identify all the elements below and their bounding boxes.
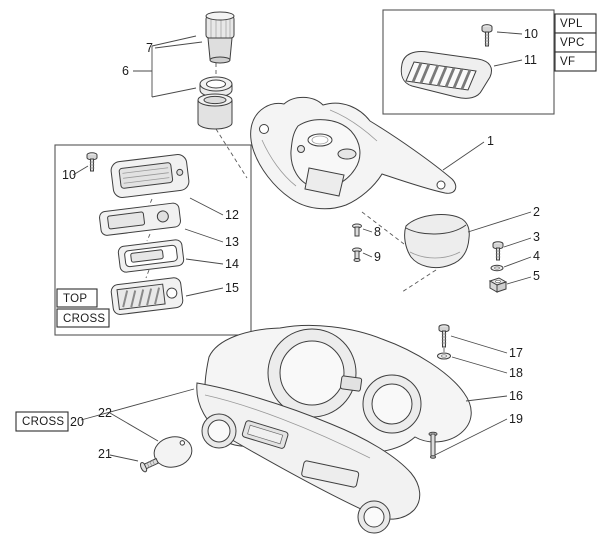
- tag-cross-panel: CROSS: [63, 313, 105, 325]
- part-dashboard-panel: [250, 96, 457, 210]
- leader-4: [503, 256, 532, 268]
- leader-15: [185, 287, 224, 297]
- tag-vpc: VPC: [560, 37, 585, 49]
- leader-19: [434, 418, 508, 456]
- leader-2: [467, 211, 532, 233]
- callout-13: 13: [225, 235, 239, 249]
- callout-11: 11: [524, 53, 537, 67]
- tag-boxes: VPL VPC VF TOP CROSS CROSS: [15, 13, 597, 432]
- tag-vpl: VPL: [560, 18, 583, 30]
- tag-box-vf: [554, 51, 597, 72]
- part-screw-vent: [481, 24, 493, 47]
- leader-9: [362, 252, 373, 258]
- leader-14: [185, 258, 224, 265]
- part-air-vent: [400, 51, 492, 99]
- callout-numbers: 7 6 10 11 1 10 12 13 14 15 8 9 2 3 4 5 1…: [62, 27, 540, 461]
- part-display-bracket: [99, 202, 181, 236]
- part-washer-18: [437, 352, 451, 360]
- tag-box-cross-panel: [56, 308, 110, 328]
- callout-1: 1: [487, 134, 494, 148]
- leader-8: [362, 228, 373, 233]
- callout-20: 20: [70, 415, 84, 429]
- callout-10-dash: 10: [62, 168, 76, 182]
- tag-cross-lower: CROSS: [22, 416, 64, 428]
- leader-13: [184, 228, 224, 243]
- part-lighter-plug: [205, 11, 235, 64]
- leader-10-dash: [72, 165, 89, 176]
- callout-9: 9: [374, 250, 381, 264]
- leader-22: [109, 412, 159, 442]
- leader-5: [506, 276, 532, 285]
- part-nut-5: [488, 277, 508, 293]
- callout-10-vent: 10: [524, 27, 538, 41]
- leader-16: [465, 395, 508, 402]
- callout-14: 14: [225, 257, 239, 271]
- callout-12: 12: [225, 208, 239, 222]
- leader-1: [442, 141, 485, 171]
- leader-7: [154, 41, 203, 49]
- callout-3: 3: [533, 230, 540, 244]
- part-instrument-display: [110, 154, 190, 198]
- assembly-axis-lines: [145, 63, 445, 431]
- part-pocket: [404, 214, 470, 269]
- callout-4: 4: [533, 249, 540, 263]
- callout-18: 18: [509, 366, 523, 380]
- callout-21: 21: [98, 447, 112, 461]
- part-display-grille: [110, 277, 184, 315]
- part-screw-21: [139, 457, 159, 473]
- callout-8: 8: [374, 225, 381, 239]
- leader-12: [189, 197, 224, 216]
- leader-20: [80, 388, 195, 421]
- part-fastener-8: [352, 223, 362, 237]
- callout-16: 16: [509, 389, 523, 403]
- tag-box-top: [56, 288, 98, 308]
- part-lower-strip: [196, 382, 421, 534]
- leader-18: [451, 356, 508, 374]
- leader-21: [109, 454, 139, 462]
- leader-6-bracket: [133, 35, 197, 98]
- part-lighter-socket: [197, 93, 233, 130]
- part-washer-4: [490, 264, 504, 272]
- callout-15: 15: [225, 281, 239, 295]
- part-screw-dash: [86, 152, 98, 172]
- callout-17: 17: [509, 346, 523, 360]
- part-screw-3: [492, 241, 504, 261]
- part-fastener-9: [352, 247, 362, 262]
- callout-19: 19: [509, 412, 523, 426]
- callout-22: 22: [98, 406, 112, 420]
- part-display-frame: [117, 239, 185, 273]
- callout-7: 7: [146, 41, 153, 55]
- inset-instrument-box: [54, 144, 252, 336]
- leader-17: [450, 335, 508, 354]
- part-disc-cover: [153, 436, 193, 468]
- leader-lines: [72, 31, 532, 462]
- callout-6: 6: [122, 64, 129, 78]
- tag-vf: VF: [560, 56, 575, 68]
- callout-2: 2: [533, 205, 540, 219]
- inset-vent-box: [382, 9, 555, 115]
- tag-top: TOP: [63, 293, 87, 305]
- leader-10-vent: [496, 31, 523, 35]
- tag-box-cross-lower: [15, 411, 69, 432]
- leader-3: [503, 237, 532, 248]
- leader-11: [493, 59, 523, 67]
- callout-5: 5: [533, 269, 540, 283]
- part-pin: [428, 431, 438, 459]
- part-screw-17: [438, 324, 450, 348]
